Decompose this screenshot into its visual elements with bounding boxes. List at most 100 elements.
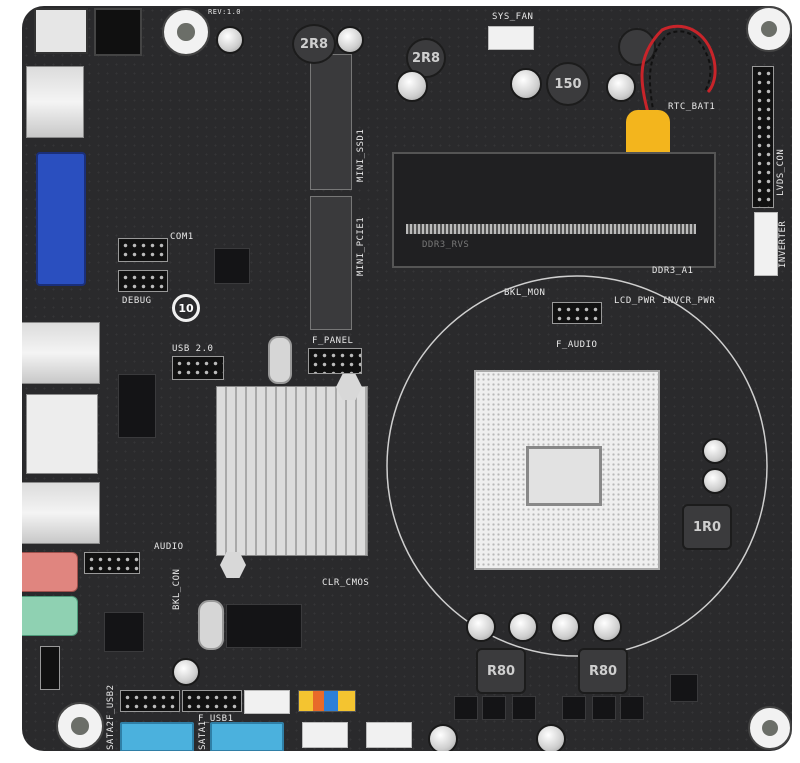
capacitor (336, 26, 364, 54)
power-connector-4pin (94, 8, 142, 56)
capacitor (396, 70, 428, 102)
capacitor (592, 612, 622, 642)
hdmi-port (26, 66, 84, 138)
f-panel-header (308, 348, 362, 374)
com1-header (118, 238, 168, 262)
com1-label: COM1 (170, 232, 194, 242)
capacitor (508, 612, 538, 642)
audio-header (84, 552, 140, 574)
mounting-hole (748, 706, 792, 750)
usb-port-stack-1[interactable] (22, 322, 100, 384)
rtc-bat-label: RTC_BAT1 (668, 102, 716, 112)
sata2-port[interactable] (120, 722, 194, 751)
inductor-r80: R80 (476, 648, 526, 694)
crystal (268, 336, 292, 384)
crystal (198, 600, 224, 650)
clr-cmos-label: CLR_CMOS (322, 578, 370, 588)
capacitor (536, 724, 566, 751)
cpu-socket-outline (386, 275, 768, 657)
capacitor (466, 612, 496, 642)
white-connector[interactable] (366, 722, 412, 748)
inductor-150: 150 (546, 62, 590, 106)
jumper-block[interactable] (298, 690, 356, 712)
audio-jack-pink[interactable] (22, 552, 78, 592)
capacitor (606, 72, 636, 102)
capacitor (172, 658, 200, 686)
f-usb1-header[interactable] (182, 690, 242, 712)
usb20-header (172, 356, 224, 380)
audio-label: AUDIO (154, 542, 184, 552)
sys-fan-label: SYS_FAN (492, 12, 534, 22)
ddr3-a1-label: DDR3_A1 (652, 266, 694, 276)
mounting-hole (162, 8, 210, 56)
sys-fan-connector[interactable] (488, 26, 534, 50)
debug-header (118, 270, 168, 292)
audio-jack-green[interactable] (22, 596, 78, 636)
super-io-chip (118, 374, 156, 438)
f-audio-header (552, 302, 602, 324)
year-badge: 10 (172, 294, 200, 322)
mosfet (454, 696, 478, 720)
mini-pcie-slot (310, 196, 352, 330)
year-badge-text: 10 (178, 301, 194, 315)
cpu-socket[interactable] (474, 370, 660, 570)
bkl-con-label: BKL_CON (172, 568, 182, 610)
mosfet (620, 696, 644, 720)
inverter-connector[interactable] (754, 212, 778, 276)
heatsink-pin (336, 374, 362, 400)
usb20-label: USB 2.0 (172, 344, 214, 354)
capacitor (216, 26, 244, 54)
mounting-hole (746, 6, 792, 52)
rtc-battery-wire (640, 24, 717, 129)
sodimm-contacts (406, 224, 696, 234)
vga-port (36, 152, 86, 286)
inductor-2r8: 2R8 (406, 38, 446, 78)
dc-jack (34, 8, 88, 54)
rev-label: REV:1.0 (208, 8, 242, 16)
capacitor (428, 724, 458, 751)
invcr-pwr-label: INVCR_PWR (662, 296, 716, 306)
bios-chip (226, 604, 302, 648)
mosfet (562, 696, 586, 720)
white-connector[interactable] (244, 690, 290, 714)
capacitor (550, 612, 580, 642)
mosfet (592, 696, 616, 720)
motherboard-pcb: REV:1.0 COM1 DEBUG 10 USB 2.0 MINI_SSD1 … (22, 6, 792, 751)
mini-ssd-label: MINI_SSD1 (356, 128, 366, 182)
mounting-hole (56, 702, 104, 750)
lan-port[interactable] (26, 394, 98, 474)
mosfet (512, 696, 536, 720)
f-usb1-label: F_USB1 (198, 714, 234, 724)
f-usb2-label: F_USB2 (106, 684, 116, 720)
sata1-port[interactable] (210, 722, 284, 751)
ddr3-rvs-label: DDR3_RVS (422, 240, 470, 250)
usb-port-stack-2[interactable] (22, 482, 100, 544)
fan-connector-cpu[interactable] (40, 646, 60, 690)
capacitor (702, 438, 728, 464)
capacitor (702, 468, 728, 494)
bkl-mon-label: BKL_MON (504, 288, 546, 298)
mosfet (482, 696, 506, 720)
sata2-label: SATA2 (106, 720, 116, 750)
chipset-heatsink (216, 386, 368, 556)
f-panel-label: F_PANEL (312, 336, 354, 346)
audio-codec-chip (104, 612, 144, 652)
ddr3-sodimm-slot[interactable] (392, 152, 716, 268)
lcd-pwr-label: LCD_PWR (614, 296, 656, 306)
inductor-2r8: 2R8 (292, 24, 336, 64)
inductor-1r0: 1R0 (682, 504, 732, 550)
lvds-connector[interactable] (752, 66, 774, 208)
pwm-controller (670, 674, 698, 702)
cpu-socket-center (526, 446, 602, 506)
controller-chip (214, 248, 250, 284)
lvds-label: LVDS_CON (776, 148, 786, 196)
inverter-label: INVERTER (778, 220, 788, 268)
f-audio-label: F_AUDIO (556, 340, 598, 350)
debug-label: DEBUG (122, 296, 152, 306)
inductor-r80: R80 (578, 648, 628, 694)
f-usb2-header[interactable] (120, 690, 180, 712)
white-connector[interactable] (302, 722, 348, 748)
sata1-label: SATA1 (198, 720, 208, 750)
capacitor (510, 68, 542, 100)
mini-ssd-slot (310, 54, 352, 190)
